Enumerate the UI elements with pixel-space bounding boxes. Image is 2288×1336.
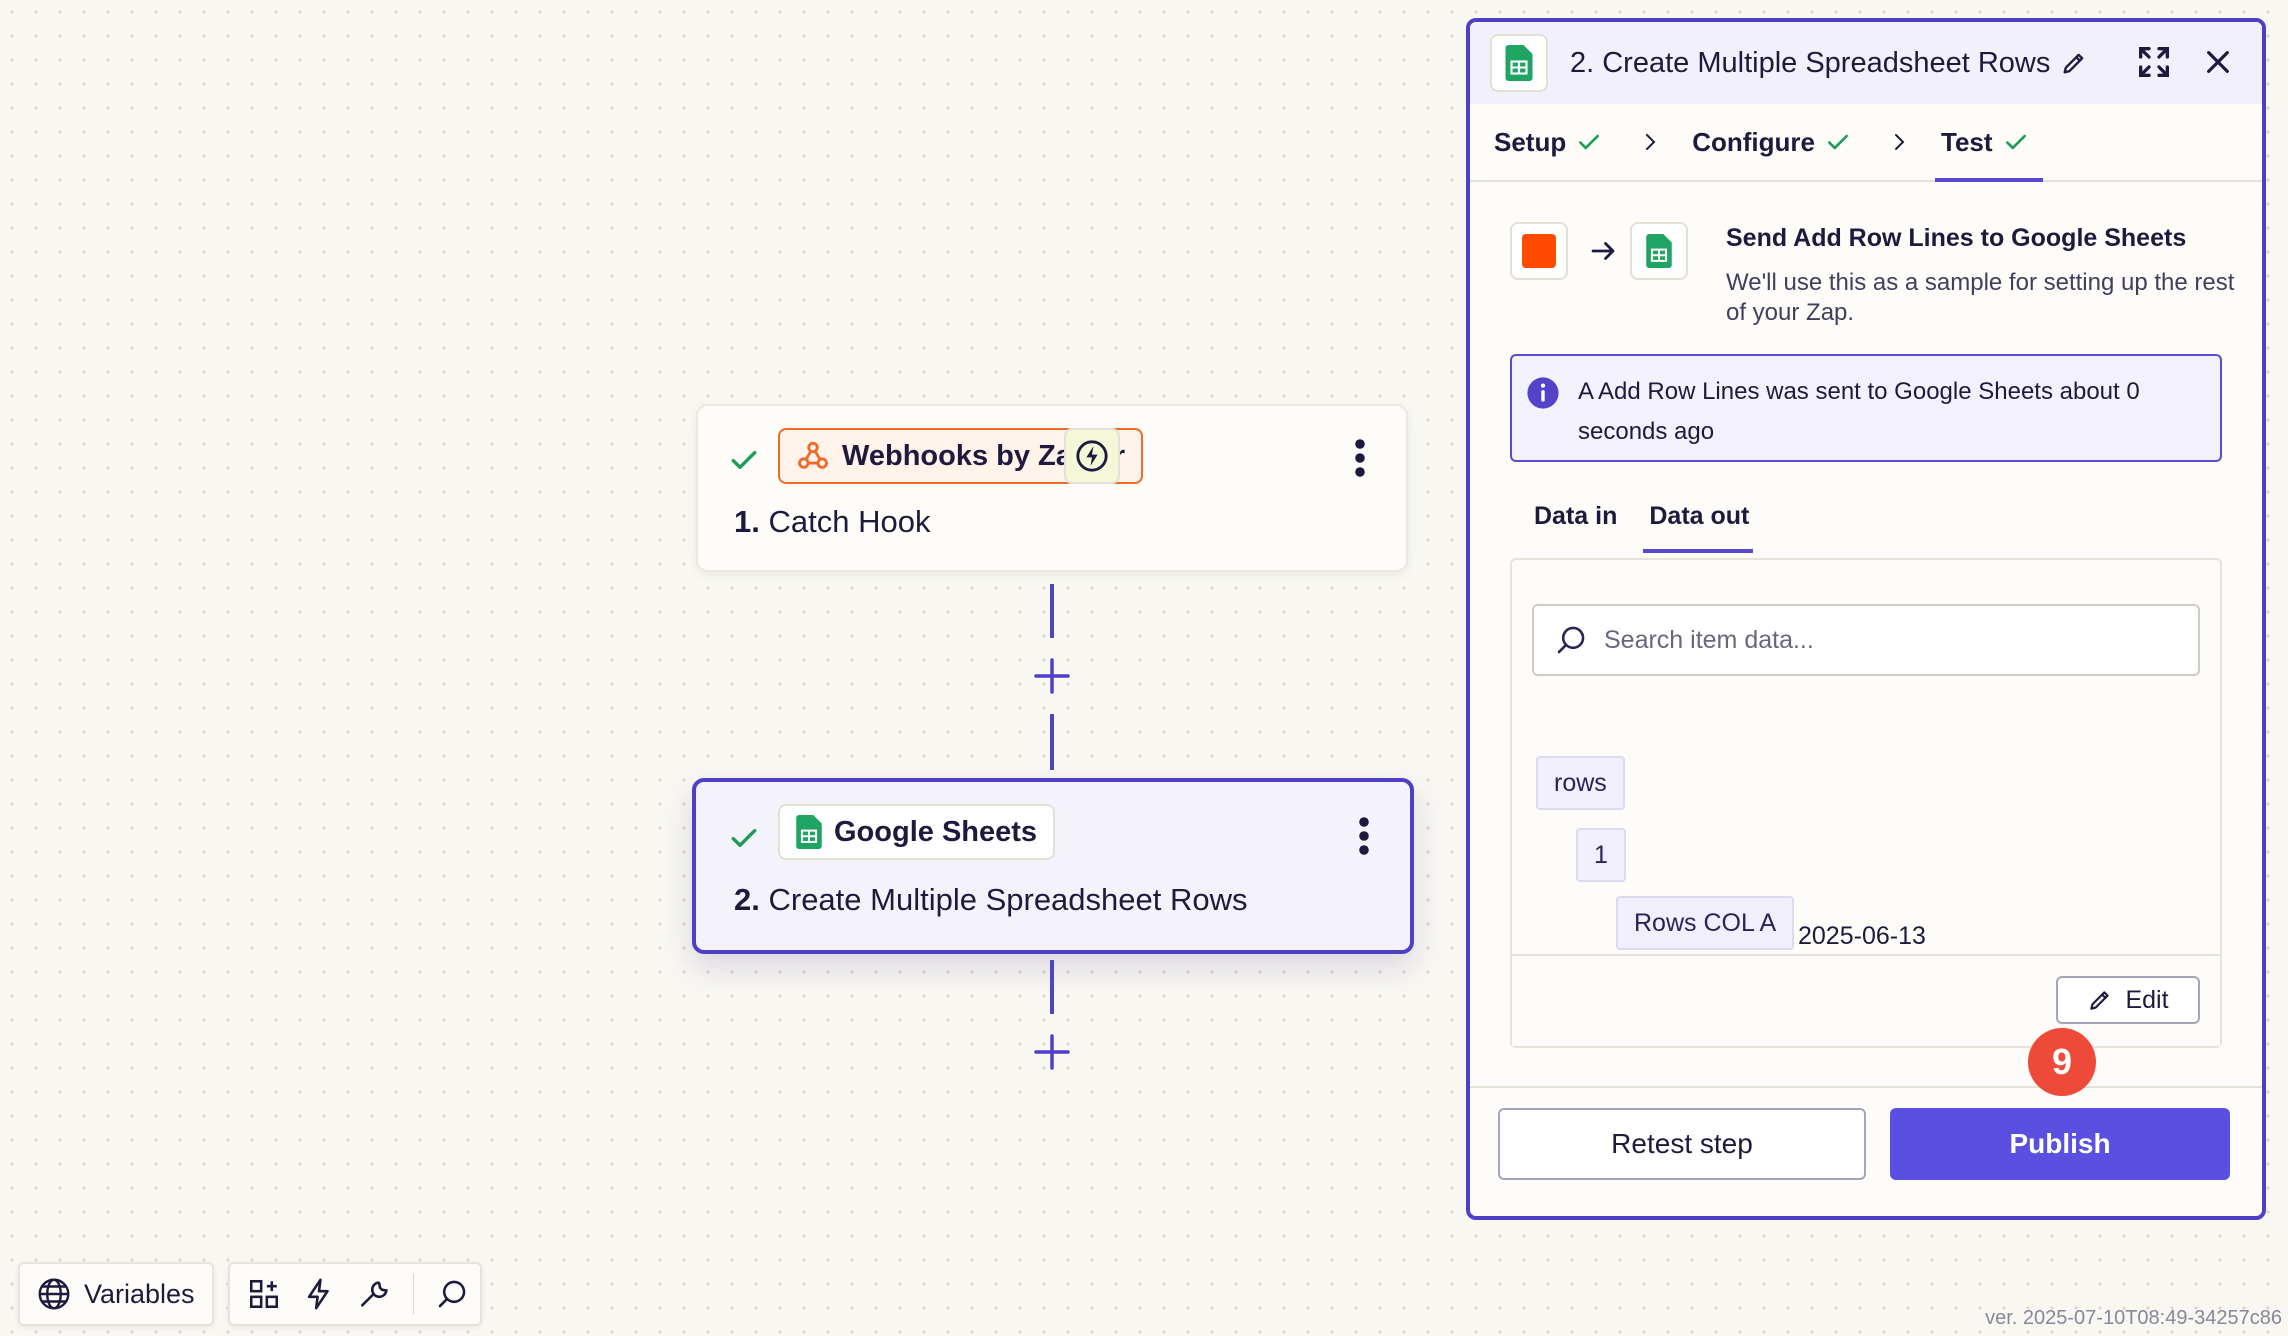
- apps-tool-button[interactable]: [236, 1266, 292, 1322]
- tab-data-out[interactable]: Data out: [1643, 502, 1754, 553]
- data-tabs: Data in Data out: [1534, 502, 1754, 553]
- wrench-icon: [360, 1281, 388, 1307]
- apps-add-icon: [249, 1279, 278, 1309]
- step-node-create-rows[interactable]: Google Sheets 2. Create Multiple Spreads…: [692, 778, 1414, 954]
- send-description: We'll use this as a sample for setting u…: [1726, 269, 2235, 326]
- check-icon: [731, 450, 757, 470]
- connector-line: [1050, 714, 1054, 770]
- connector-line: [1050, 960, 1054, 1014]
- toolbar-divider: [412, 1274, 415, 1314]
- search-input[interactable]: [1604, 625, 2184, 655]
- app-pill-google-sheets: Google Sheets: [778, 804, 1056, 860]
- version-label: ver. 2025-07-10T08:49-34257c86: [1985, 1307, 2282, 1329]
- chevron-right-icon: [1646, 134, 1656, 150]
- check-icon: [1828, 134, 1848, 150]
- chevron-right-icon: [1895, 134, 1905, 150]
- search-box[interactable]: [1532, 604, 2200, 676]
- app-name: Google Sheets: [834, 815, 1038, 848]
- check-icon: [2005, 134, 2026, 150]
- connector-line: [1050, 584, 1054, 638]
- step-number-badge: 9: [2028, 1028, 2096, 1096]
- check-icon: [731, 828, 757, 848]
- step-title: 2. Create Multiple Spreadsheet Rows: [734, 882, 1248, 917]
- panel-footer: Retest step Publish: [1470, 1086, 2262, 1216]
- webhook-square-icon: [1522, 234, 1556, 268]
- tab-data-in[interactable]: Data in: [1534, 502, 1618, 530]
- panel-app-icon: [1490, 34, 1548, 92]
- panel-header: 2. Create Multiple Spreadsheet Rows: [1470, 22, 2262, 104]
- tab-setup[interactable]: Setup: [1494, 104, 1602, 180]
- close-icon[interactable]: [2202, 46, 2234, 78]
- edit-button[interactable]: Edit: [2056, 976, 2200, 1024]
- data-output-card: rows 1 Rows COL A 2025-06-13 Edit: [1510, 558, 2222, 1048]
- tree-key-index[interactable]: 1: [1576, 828, 1626, 882]
- step-details-panel: 2. Create Multiple Spreadsheet Rows Setu…: [1466, 18, 2266, 1220]
- webhook-icon: [798, 441, 828, 469]
- variables-button[interactable]: Variables: [18, 1262, 214, 1326]
- tab-test[interactable]: Test: [1935, 104, 2042, 182]
- tree-value-col-a: 2025-06-13: [1798, 922, 1926, 950]
- check-icon: [1579, 134, 1600, 150]
- send-title: Send Add Row Lines to Google Sheets: [1726, 224, 2187, 252]
- pencil-icon: [2090, 991, 2110, 1010]
- more-vertical-icon[interactable]: [1350, 438, 1370, 478]
- search-tool-button[interactable]: [424, 1266, 480, 1322]
- google-sheets-icon: [796, 815, 822, 849]
- google-sheets-icon: [1646, 234, 1672, 268]
- search-icon: [438, 1280, 466, 1308]
- info-text: A Add Row Lines was sent to Google Sheet…: [1578, 378, 2140, 445]
- more-vertical-icon[interactable]: [1354, 816, 1374, 856]
- bolt-icon: [1076, 440, 1108, 472]
- trigger-badge: [1064, 428, 1120, 484]
- step-title: 1. Catch Hook: [734, 504, 931, 539]
- globe-icon: [38, 1278, 70, 1310]
- card-footer: Edit: [1512, 954, 2220, 1046]
- canvas-tools: [228, 1262, 482, 1326]
- retest-step-button[interactable]: Retest step: [1498, 1108, 1866, 1180]
- add-step-plus-icon[interactable]: [1032, 656, 1072, 696]
- pencil-icon[interactable]: [2060, 49, 2088, 77]
- panel-title: 2. Create Multiple Spreadsheet Rows: [1570, 46, 2051, 79]
- add-step-plus-icon[interactable]: [1032, 1032, 1072, 1072]
- trigger-tool-button[interactable]: [292, 1266, 348, 1322]
- tree-key-col-a[interactable]: Rows COL A: [1616, 896, 1795, 950]
- tree-key-rows[interactable]: rows: [1536, 756, 1625, 810]
- tools-tool-button[interactable]: [347, 1266, 403, 1322]
- publish-button[interactable]: Publish: [1890, 1108, 2230, 1180]
- info-banner: A Add Row Lines was sent to Google Sheet…: [1510, 354, 2222, 462]
- source-app-icon: [1510, 222, 1568, 280]
- step-node-catch-hook[interactable]: Webhooks by Zapier 1. Catch Hook: [696, 404, 1408, 572]
- destination-app-icon: [1630, 222, 1688, 280]
- bolt-icon: [308, 1278, 330, 1310]
- arrow-right-icon: [1591, 242, 1615, 260]
- step-tabs: Setup Configure Test: [1470, 104, 2262, 182]
- google-sheets-icon: [1505, 45, 1533, 81]
- tab-configure[interactable]: Configure: [1692, 104, 1851, 180]
- info-icon: [1527, 377, 1559, 409]
- search-icon: [1557, 626, 1585, 654]
- expand-icon[interactable]: [2134, 42, 2174, 82]
